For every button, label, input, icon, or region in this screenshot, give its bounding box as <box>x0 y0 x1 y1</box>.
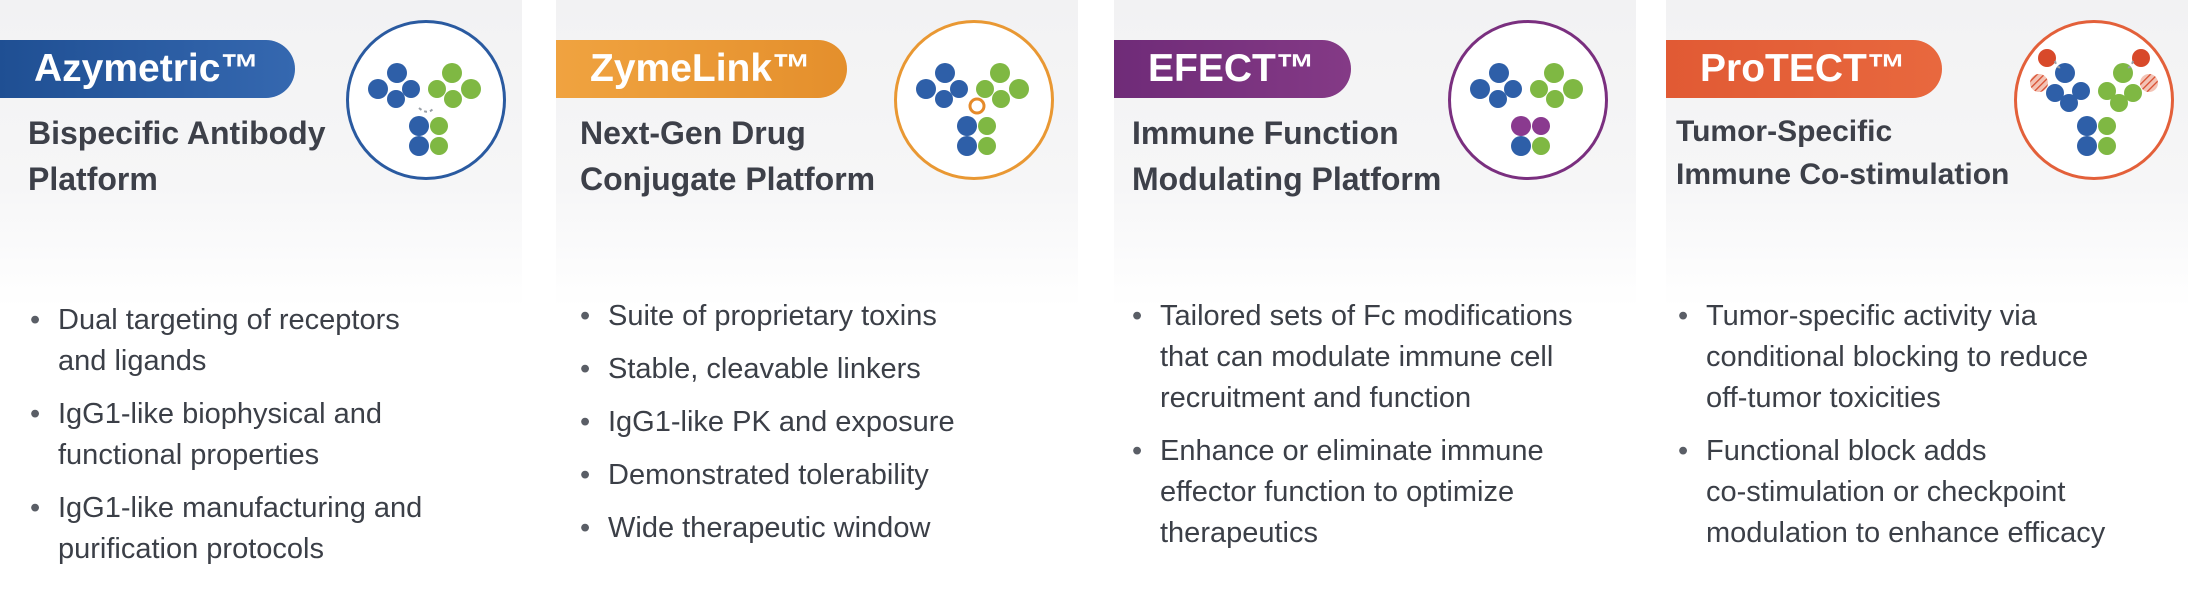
masked-antibody-icon <box>2014 20 2174 180</box>
azymetric-card: Azymetric™ Bispecific Antibody Platform … <box>0 0 522 610</box>
card-title-banner: Azymetric™ <box>0 40 296 98</box>
list-item: IgG1-like manufacturing andpurification … <box>30 488 422 570</box>
card-title-banner: EFECT™ <box>1114 40 1351 98</box>
protect-card: ProTECT™ Tumor-Specific Immune Co-stimul… <box>1666 0 2188 610</box>
card-title: ProTECT™ <box>1700 47 1906 90</box>
card-subtitle: Immune Function Modulating Platform <box>1132 115 1442 197</box>
bispecific-antibody-icon <box>346 20 506 180</box>
feature-list: Suite of proprietary toxins Stable, clea… <box>580 296 955 561</box>
list-item: IgG1-like PK and exposure <box>580 402 955 443</box>
card-title-banner: ProTECT™ <box>1666 40 1942 98</box>
card-subtitle: Tumor-Specific Immune Co-stimulation <box>1676 115 2010 191</box>
list-item: Stable, cleavable linkers <box>580 349 955 390</box>
card-title: Azymetric™ <box>34 47 260 90</box>
zymelink-card: ZymeLink™ Next-Gen Drug Conjugate Platfo… <box>556 0 1078 610</box>
drug-conjugate-antibody-icon <box>894 20 1054 180</box>
list-item: Suite of proprietary toxins <box>580 296 955 337</box>
card-title-banner: ZymeLink™ <box>556 40 848 98</box>
efect-card: EFECT™ Immune Function Modulating Platfo… <box>1114 0 1636 610</box>
card-title: EFECT™ <box>1148 47 1315 90</box>
list-item: Wide therapeutic window <box>580 508 955 549</box>
card-title: ZymeLink™ <box>590 47 812 90</box>
fc-modified-antibody-icon <box>1448 20 1608 180</box>
card-subtitle: Bispecific Antibody Platform <box>28 115 326 197</box>
card-subtitle: Next-Gen Drug Conjugate Platform <box>580 115 876 197</box>
list-item: Demonstrated tolerability <box>580 455 955 496</box>
